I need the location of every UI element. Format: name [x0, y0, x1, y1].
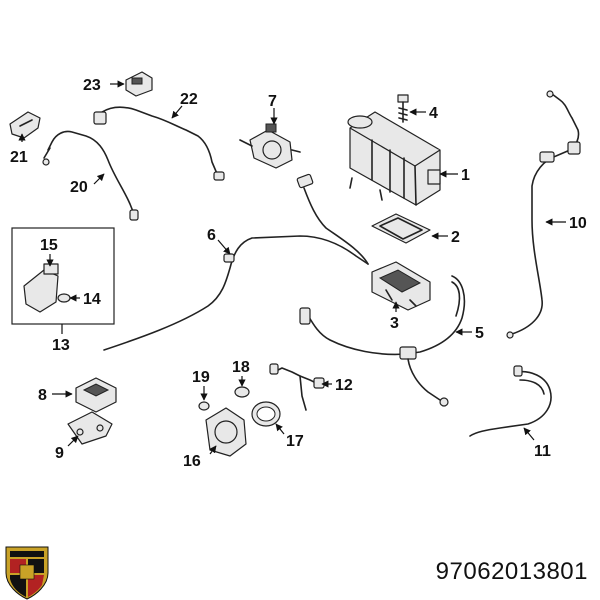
callout-1: 1	[439, 167, 470, 184]
part-19-oring	[198, 401, 210, 411]
svg-text:11: 11	[534, 443, 551, 460]
callout-10: 10	[545, 215, 587, 232]
porsche-crest-icon	[5, 546, 49, 600]
callout-11: 11	[523, 427, 551, 460]
callout-22: 22	[171, 91, 198, 119]
part-21-clip	[9, 111, 41, 139]
callout-13: 13	[52, 324, 70, 354]
part-14-oring	[57, 293, 71, 303]
callout-5: 5	[455, 325, 484, 342]
callout-15: 15	[40, 237, 58, 267]
svg-text:3: 3	[390, 315, 399, 332]
part-5-vent-hose	[299, 275, 466, 407]
svg-text:9: 9	[55, 445, 64, 462]
callout-23: 23	[83, 77, 125, 94]
svg-text:15: 15	[40, 237, 58, 254]
svg-text:4: 4	[429, 105, 438, 122]
callout-20: 20	[70, 173, 105, 196]
svg-text:6: 6	[207, 227, 216, 244]
callout-19: 19	[192, 369, 210, 401]
part-13-group-box	[11, 227, 115, 325]
svg-text:2: 2	[451, 229, 460, 246]
part-4-bolt	[397, 94, 409, 123]
svg-text:17: 17	[286, 433, 304, 450]
callout-14: 14	[69, 291, 101, 308]
svg-text:20: 20	[70, 179, 88, 196]
callout-18: 18	[232, 359, 250, 387]
callout-12: 12	[321, 377, 353, 394]
callout-9: 9	[55, 435, 79, 462]
part-18-oring	[234, 386, 250, 398]
svg-text:18: 18	[232, 359, 250, 376]
part-11-hose	[469, 365, 552, 437]
part-15-housing	[23, 263, 59, 313]
part-20-line	[42, 130, 139, 221]
svg-text:16: 16	[183, 453, 201, 470]
part-16-cap	[205, 407, 247, 457]
part-1-charcoal-canister	[347, 111, 441, 206]
part-7-purge-valve	[239, 123, 301, 169]
svg-text:10: 10	[569, 215, 587, 232]
callout-7: 7	[268, 93, 278, 125]
svg-text:19: 19	[192, 369, 210, 386]
part-2-filter	[371, 213, 431, 244]
part-8-sensor	[75, 377, 117, 413]
svg-text:7: 7	[268, 93, 277, 110]
part-22-line	[93, 106, 225, 181]
callout-17: 17	[275, 423, 304, 450]
part-23-connector	[125, 71, 153, 97]
callout-8: 8	[38, 387, 73, 404]
part-10-vent-line	[506, 90, 581, 339]
part-number: 97062013801	[435, 558, 588, 585]
callout-16: 16	[183, 445, 217, 470]
svg-text:14: 14	[83, 291, 101, 308]
svg-text:12: 12	[335, 377, 353, 394]
svg-text:1: 1	[461, 167, 470, 184]
svg-text:5: 5	[475, 325, 484, 342]
svg-text:23: 23	[83, 77, 101, 94]
part-12-line	[269, 363, 325, 411]
part-17-seal	[251, 401, 281, 427]
svg-text:21: 21	[10, 149, 28, 166]
callout-4: 4	[409, 105, 438, 122]
part-3-bracket	[371, 261, 431, 311]
svg-text:8: 8	[38, 387, 47, 404]
part-6-purge-line	[103, 173, 369, 351]
part-9-bracket	[67, 411, 113, 445]
callout-21: 21	[10, 133, 28, 166]
callout-3: 3	[390, 301, 400, 332]
svg-text:22: 22	[180, 91, 198, 108]
callout-2: 2	[431, 229, 460, 246]
svg-text:13: 13	[52, 337, 70, 354]
callout-6: 6	[207, 227, 231, 255]
